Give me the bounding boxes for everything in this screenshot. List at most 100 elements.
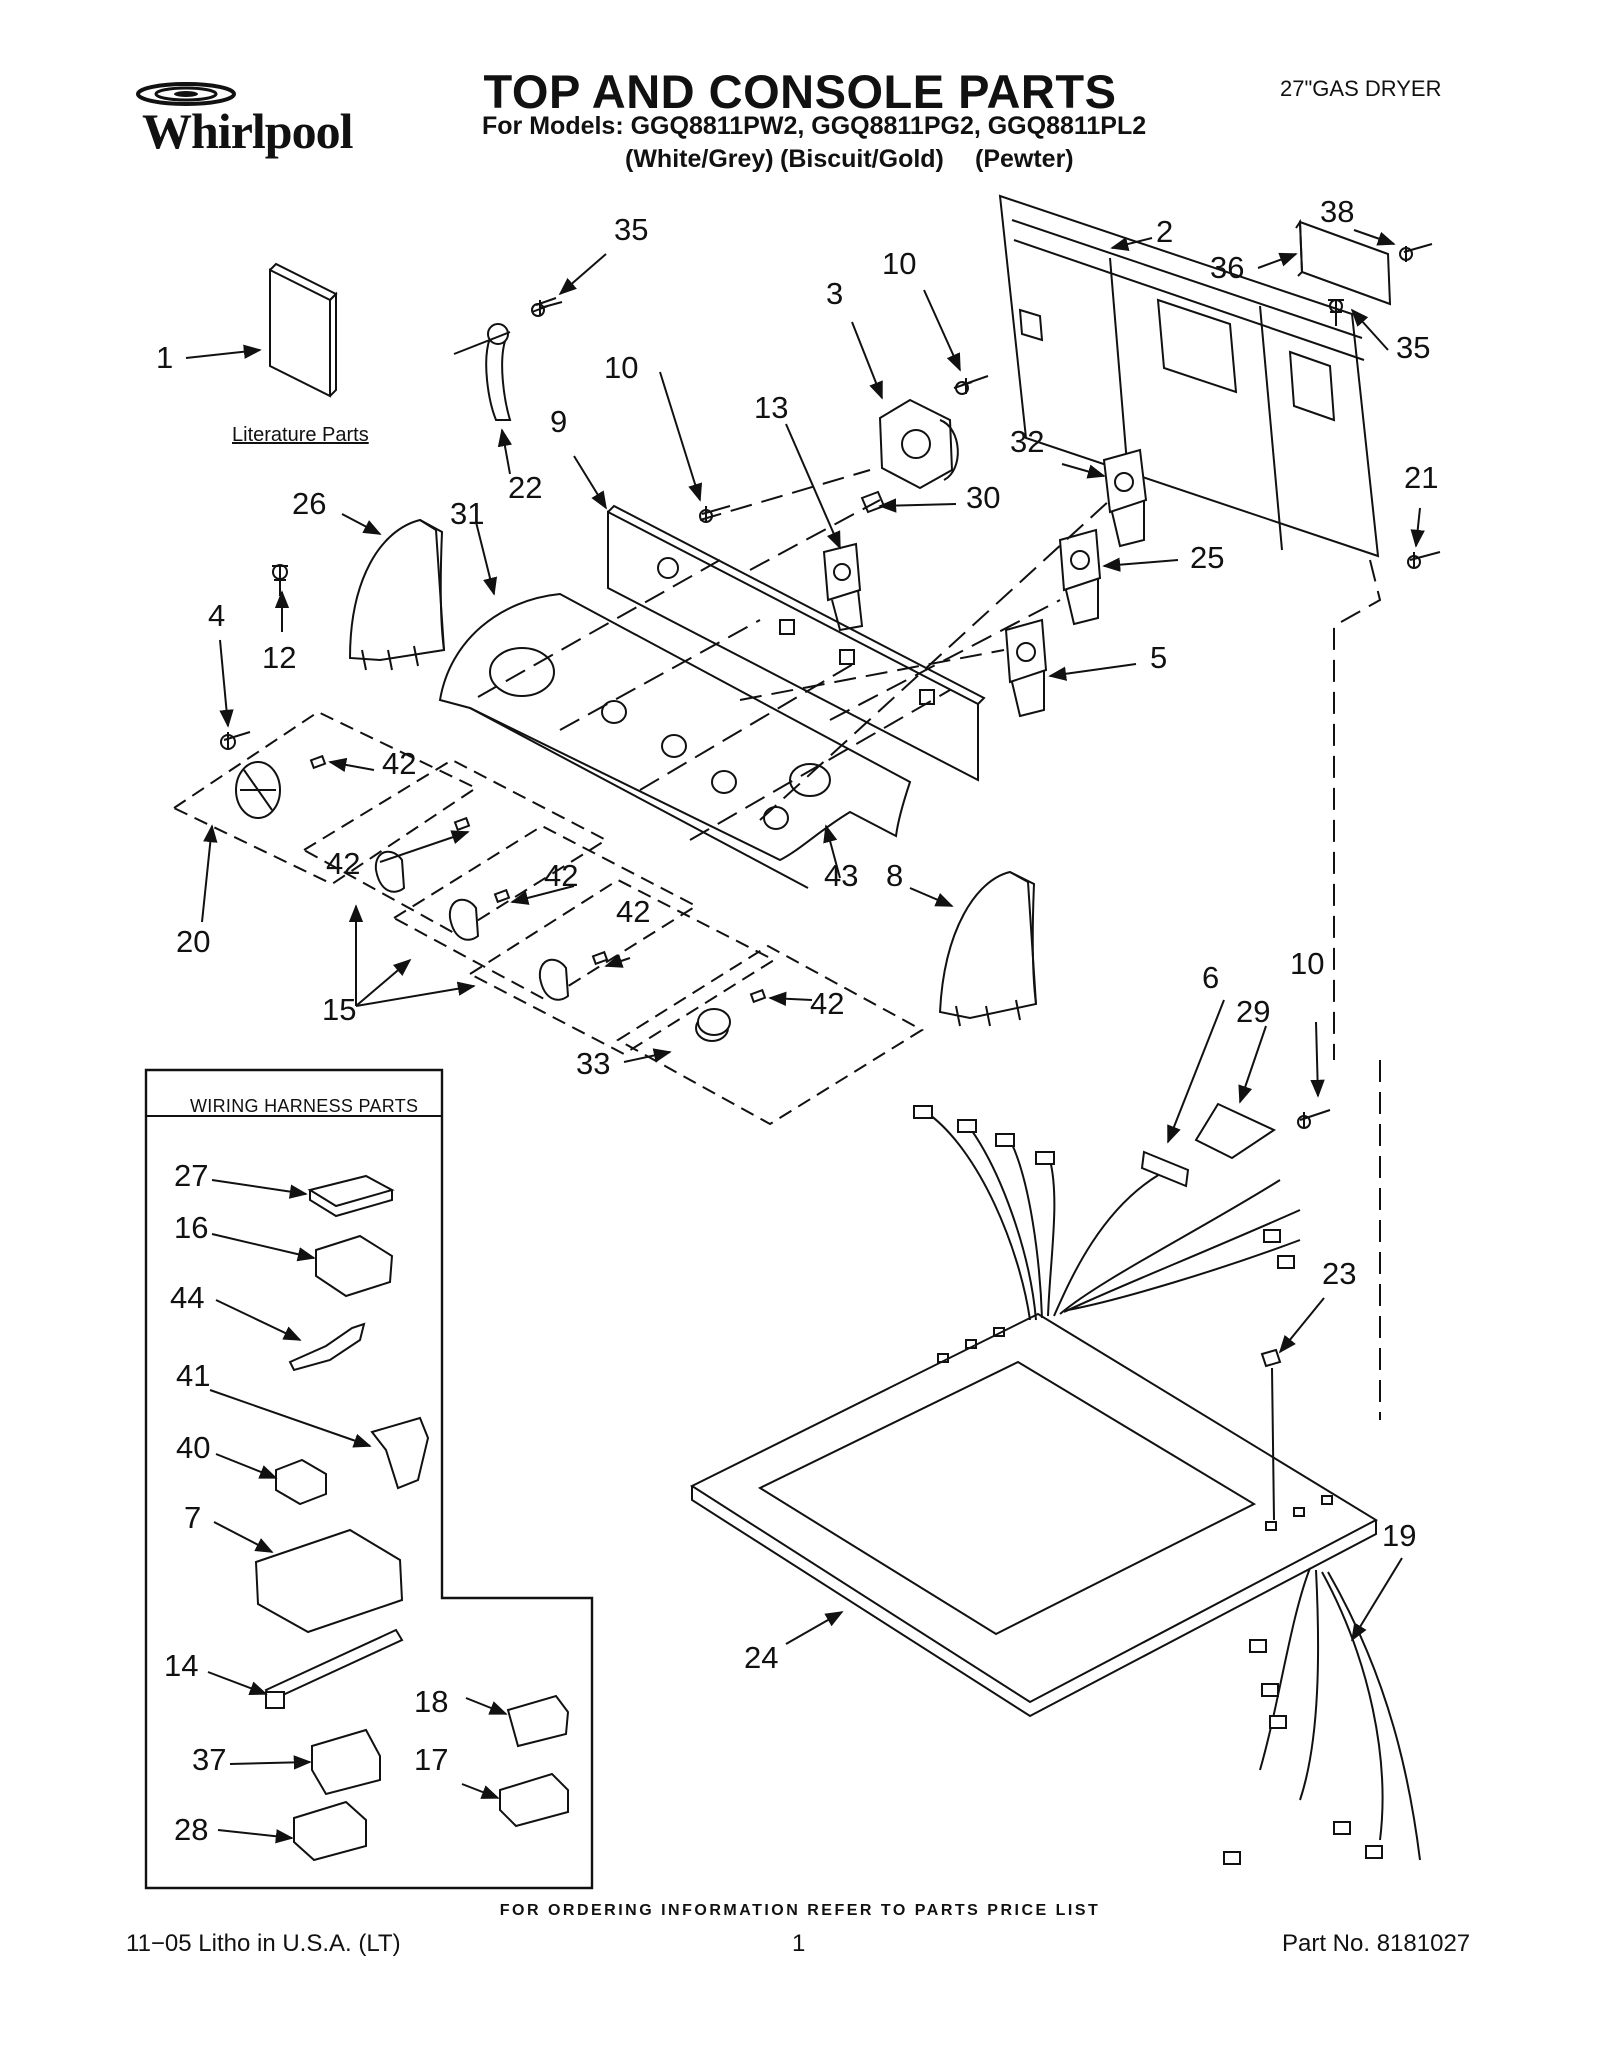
page-title: TOP AND CONSOLE PARTS: [483, 65, 1117, 118]
wiring-harness-title: WIRING HARNESS PARTS: [190, 1096, 419, 1116]
callout-32: 32: [1010, 424, 1045, 459]
screw-10-switch: [953, 375, 989, 395]
leader-arrows: [185, 229, 1425, 1844]
fastener-41-part: [370, 1416, 430, 1490]
knob-group-boxes: [171, 710, 924, 1126]
screw-4: [220, 731, 251, 750]
connector-28-part: [293, 1800, 367, 1862]
literature-book-part: [269, 262, 338, 398]
callout-42a: 42: [382, 746, 417, 781]
callout-42c: 42: [544, 858, 579, 893]
callout-4: 4: [208, 598, 226, 633]
callout-25: 25: [1190, 540, 1225, 575]
bracket-part: [1295, 218, 1392, 306]
console-rear-panel-part: [998, 194, 1380, 558]
dryer-top-panel-part: [689, 1312, 1379, 1718]
callout-42e: 42: [810, 986, 845, 1021]
callout-27: 27: [174, 1158, 209, 1193]
callout-35b: 35: [1396, 330, 1431, 365]
callout-37: 37: [192, 1742, 227, 1777]
callout-10b: 10: [604, 350, 639, 385]
page-number: 1: [792, 1930, 806, 1957]
connector-16-part: [315, 1234, 394, 1298]
screw-21: [1407, 551, 1441, 569]
console-bracket-part: [607, 504, 986, 782]
connector-40-part: [275, 1458, 327, 1506]
callout-5: 5: [1150, 640, 1168, 675]
wiring-harness-box: [144, 1068, 594, 1890]
terminal-44-part: [288, 1322, 366, 1372]
connector-18-part: [506, 1694, 570, 1748]
callout-21: 21: [1404, 460, 1439, 495]
part-number: Part No. 8181027: [1282, 1930, 1471, 1957]
callout-26: 26: [292, 486, 327, 521]
upper-wire-harness-part: [913, 1102, 1301, 1321]
knob-large-part: [235, 761, 281, 819]
color-biscuit-gold: (Biscuit/Gold): [780, 145, 944, 173]
switch-25-part: [1058, 528, 1102, 626]
color-pewter: (Pewter): [975, 145, 1074, 173]
callout-19: 19: [1382, 1518, 1417, 1553]
callout-42d: 42: [616, 894, 651, 929]
callout-44: 44: [170, 1280, 205, 1315]
endcap-left-part: [348, 518, 446, 671]
cable-tie-14-part: [264, 1628, 404, 1709]
screw-38: [1399, 243, 1433, 262]
callout-12: 12: [262, 640, 297, 675]
callout-18: 18: [414, 1684, 449, 1719]
connector-17-part: [499, 1772, 569, 1828]
screw-35-right: [1328, 299, 1344, 326]
callout-16: 16: [174, 1210, 209, 1245]
callout-23: 23: [1322, 1256, 1357, 1291]
callout-35a: 35: [614, 212, 649, 247]
strap-part: [453, 323, 512, 421]
page-title-row: TOP AND CONSOLE PARTS: [0, 64, 1600, 119]
callout-40: 40: [176, 1430, 211, 1465]
callout-10c: 10: [1290, 946, 1325, 981]
callout-20: 20: [176, 924, 211, 959]
assembly-leader-lines: [477, 469, 1382, 1420]
color-white-grey: (White/Grey): [625, 145, 774, 173]
product-type: 27"GAS DRYER: [1280, 76, 1442, 101]
litho-info: 11−05 Litho in U.S.A. (LT): [126, 1930, 401, 1957]
callout-10a: 10: [882, 246, 917, 281]
knob-15b-part: [448, 898, 480, 941]
callout-22: 22: [508, 470, 543, 505]
screw-10-harness: [1297, 1109, 1331, 1129]
callout-30: 30: [966, 480, 1001, 515]
callout-9: 9: [550, 404, 568, 439]
lower-wire-harness-part: [1223, 1567, 1421, 1865]
callout-24: 24: [744, 1640, 779, 1675]
whirlpool-logo: Whirlpool: [126, 78, 366, 159]
callout-42b: 42: [326, 846, 361, 881]
callout-3: 3: [826, 276, 844, 311]
callout-13: 13: [754, 390, 789, 425]
switch-13-part: [822, 542, 864, 632]
connector-37-part: [311, 1728, 381, 1796]
timer-switch-part: [878, 398, 959, 490]
callout-31: 31: [450, 496, 485, 531]
switch-5-part: [1004, 618, 1048, 718]
callout-14: 14: [164, 1648, 199, 1683]
callout-28: 28: [174, 1812, 209, 1847]
clip-23-part: [1260, 1348, 1282, 1521]
endcap-right-part: [938, 870, 1038, 1027]
terminal-block-7-part: [254, 1528, 404, 1634]
callout-6: 6: [1202, 960, 1220, 995]
callout-15: 15: [322, 992, 357, 1027]
switch-32-part: [1102, 448, 1148, 548]
knob-15c-part: [538, 958, 570, 1001]
ordering-note: FOR ORDERING INFORMATION REFER TO PARTS …: [499, 1902, 1101, 1919]
callout-2: 2: [1156, 214, 1174, 249]
callout-33: 33: [576, 1046, 611, 1081]
callout-8: 8: [886, 858, 904, 893]
callout-38: 38: [1320, 194, 1355, 229]
callout-1: 1: [156, 340, 174, 375]
callout-36: 36: [1210, 250, 1245, 285]
brand-wordmark: Whirlpool: [142, 103, 353, 159]
callout-43: 43: [824, 858, 859, 893]
clips-42: [309, 754, 767, 1004]
literature-parts-label: Literature Parts: [232, 424, 369, 446]
callout-41: 41: [176, 1358, 211, 1393]
callout-17: 17: [414, 1742, 449, 1777]
